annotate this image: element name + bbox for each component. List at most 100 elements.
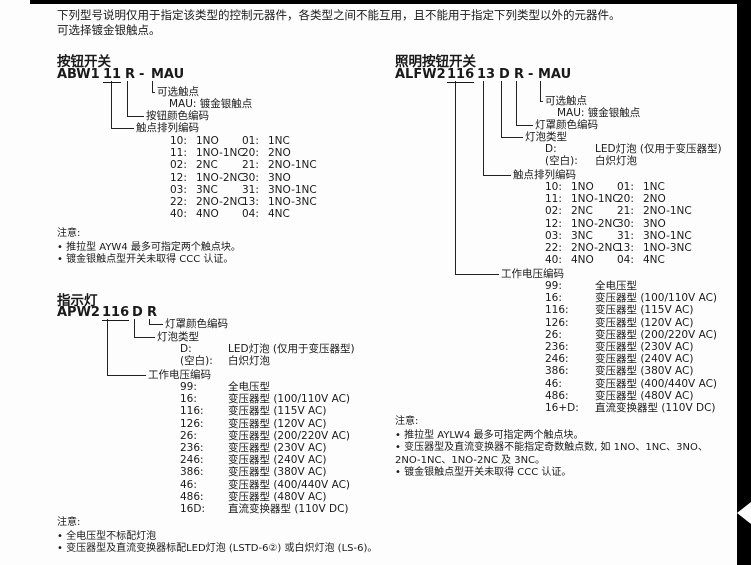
value-cell: 4NC	[268, 208, 290, 221]
desc-cell: 直流变换器型 (110V DC)	[595, 402, 716, 415]
intro-paragraph: 下列型号说明仅用于指定该类型的控制元器件，各类型之间不能互用，且不能用于指定下列…	[57, 8, 737, 38]
label-optional-contact: 可选触点	[545, 95, 587, 107]
voltage-code-row: 46:变压器型 (400/440V AC)	[545, 378, 717, 390]
voltage-code-row: 16+D:直流变换器型 (110V DC)	[545, 402, 717, 414]
label-bulb-type: 灯泡类型	[525, 131, 567, 143]
value-cell: 3NO-1NC	[643, 229, 692, 242]
value-cell: 2NO	[268, 147, 291, 160]
code-cell: 40:	[545, 254, 562, 267]
desc-cell: 变压器型 (380V AC)	[595, 365, 694, 378]
value-cell: 2NC	[196, 159, 218, 172]
illuminated-title: 照明按钮开关	[395, 54, 476, 70]
desc-cell: 白炽灯泡	[228, 355, 270, 368]
notes-list: • 全电压型不标配灯泡• 变压器型及直流变换器标配LED灯泡 (LSTD-6②)…	[57, 531, 402, 556]
voltage-code-row: 16:变压器型 (100/110V AC)	[545, 292, 717, 304]
voltage-code-row: 386:变压器型 (380V AC)	[180, 466, 350, 478]
bulb-type-table: D:LED灯泡 (仅用于变压器型) (空白):白炽灯泡	[180, 343, 355, 367]
contact-code-row: 12:1NO-2NC30:3NO	[170, 172, 317, 184]
voltage-code-row: 486:变压器型 (480V AC)	[180, 491, 350, 503]
code-cell: 04:	[617, 254, 634, 267]
bulb-type-row: D:LED灯泡 (仅用于变压器型)	[545, 143, 722, 155]
note-item: • 全电压型不标配灯泡	[57, 530, 157, 542]
label-optional-contact: 可选触点	[157, 86, 199, 98]
part-dash: -	[139, 67, 145, 82]
part-color-code: R	[125, 67, 136, 82]
desc-cell: 变压器型 (230V AC)	[228, 442, 327, 455]
value-cell: 4NO	[571, 254, 594, 267]
voltage-code-row: 26:变压器型 (200/220V AC)	[180, 430, 350, 442]
code-cell: 12:	[170, 171, 187, 184]
intro-line-1: 下列型号说明仅用于指定该类型的控制元器件，各类型之间不能互用，且不能用于指定下列…	[57, 8, 621, 22]
code-cell: 30:	[242, 171, 259, 184]
indicator-title: 指示灯	[57, 293, 98, 309]
voltage-code-row: 26:变压器型 (200/220V AC)	[545, 329, 717, 341]
bulb-type-row: (空白):白炽灯泡	[545, 155, 722, 167]
label-contact-arrangement-code: 触点排列编码	[136, 122, 199, 134]
value-cell: 3NO-1NC	[268, 183, 317, 196]
code-cell: 16:	[180, 393, 197, 406]
code-cell: 246:	[545, 353, 569, 366]
value-cell: 1NO-3NC	[268, 196, 317, 209]
part-option-code: MAU	[538, 67, 572, 82]
part-contact-code: 13	[477, 67, 496, 82]
voltage-code-row: 99:全电压型	[180, 381, 350, 393]
value-cell: 3NC	[571, 229, 593, 242]
value-cell: 3NC	[196, 183, 218, 196]
desc-cell: LED灯泡 (仅用于变压器型)	[595, 143, 722, 155]
indicator-notes: 注意: • 全电压型不标配灯泡• 变压器型及直流变换器标配LED灯泡 (LSTD…	[57, 517, 402, 556]
part-prefix: ALFW2	[395, 67, 446, 82]
label-contact-arrangement-code: 触点排列编码	[513, 169, 576, 181]
notes-list: • 推拉型 AYW4 最多可指定两个触点块。• 镀金银触点型开关未取得 CCC …	[57, 242, 387, 267]
voltage-code-row: 99:全电压型	[545, 280, 717, 292]
notes-list: • 推拉型 AYLW4 最多可指定两个触点块。• 变压器型及直流变换器不能指定奇…	[395, 430, 733, 480]
contact-code-row: 22:2NO-2NC13:1NO-3NC	[170, 196, 317, 208]
desc-cell: 变压器型 (400/440V AC)	[595, 377, 718, 390]
value-cell: 1NO	[196, 135, 219, 147]
voltage-code-row: 236:变压器型 (230V AC)	[545, 341, 717, 353]
code-cell: 21:	[242, 159, 259, 172]
label-voltage-code: 工作电压编码	[501, 268, 564, 280]
pushbutton-section: 按钮开关 ABW1 11 R - MAU 可选触点 MAU: 镀金银触点 按钮颜…	[57, 50, 389, 282]
code-cell: 486:	[545, 389, 569, 402]
voltage-code-row: 386:变压器型 (380V AC)	[545, 365, 717, 377]
part-color-code: R	[514, 67, 525, 82]
code-cell: 03:	[545, 229, 562, 242]
value-cell: 2NO-2NC	[571, 242, 620, 255]
pushbutton-title: 按钮开关	[57, 54, 111, 70]
code-cell: 01:	[242, 135, 259, 147]
voltage-code-table: 99:全电压型 16:变压器型 (100/110V AC) 116: 变压器型 (…	[545, 280, 717, 414]
code-cell: 126:	[180, 417, 204, 430]
desc-cell: 直流变换器型 (110V DC)	[228, 503, 349, 516]
code-cell: 26:	[545, 328, 562, 341]
note-item: • 变压器型及直流变换器标配LED灯泡 (LSTD-6②) 或白炽灯泡 (LS-…	[57, 543, 378, 554]
notes-title: 注意:	[57, 517, 81, 528]
code-cell: 16:	[545, 292, 562, 305]
note-item: • 镀金银触点型开关未取得 CCC 认证。	[395, 467, 572, 478]
desc-cell: 变压器型 (120V AC)	[595, 316, 694, 329]
pushbutton-notes: 注意: • 推拉型 AYW4 最多可指定两个触点块。• 镀金银触点型开关未取得 …	[57, 228, 387, 267]
desc-cell: 变压器型 (230V AC)	[595, 341, 694, 354]
code-cell: 116:	[545, 304, 569, 317]
label-voltage-code: 工作电压编码	[148, 369, 211, 381]
voltage-code-table: 99:全电压型 16:变压器型 (100/110V AC) 116:变压器型 (…	[180, 381, 350, 515]
indicator-section: 指示灯 APW2 116 D R 灯罩颜色编码 灯泡类型 D:LED灯泡 (仅用…	[57, 289, 402, 565]
value-cell: 2NO	[643, 193, 666, 206]
scan-edge-notch	[737, 502, 751, 524]
part-voltage-code: 116	[447, 67, 475, 83]
desc-cell: LED灯泡 (仅用于变压器型)	[228, 343, 355, 355]
code-cell: 386:	[180, 466, 204, 479]
value-cell: 4NC	[643, 254, 665, 267]
code-cell: 246:	[180, 454, 204, 467]
part-contact-code: 11	[103, 67, 122, 83]
part-prefix: ABW1	[57, 67, 100, 82]
code-cell: 40:	[170, 208, 187, 221]
notes-title: 注意:	[57, 228, 81, 239]
value-cell: 4NO	[196, 208, 219, 221]
code-cell: 99:	[180, 381, 197, 393]
note-item: • 推拉型 AYW4 最多可指定两个触点块。	[57, 241, 241, 253]
notes-title: 注意:	[395, 416, 419, 427]
